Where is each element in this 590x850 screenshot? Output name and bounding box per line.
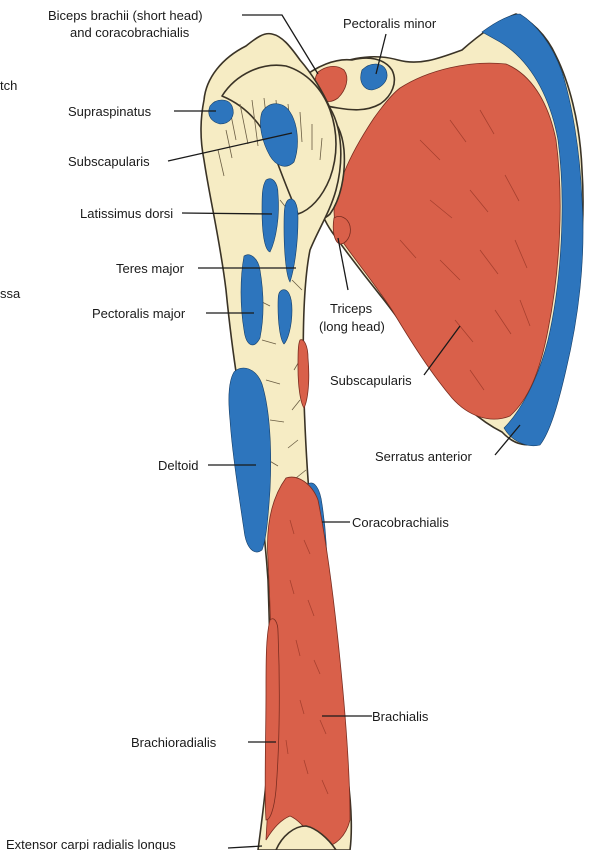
label-deltoid: Deltoid [158, 458, 198, 473]
humerus [201, 34, 351, 850]
label-latissimus-dorsi: Latissimus dorsi [80, 206, 173, 221]
label-biceps-line1: Biceps brachii (short head) [48, 8, 203, 23]
label-coracobrachialis: Coracobrachialis [352, 515, 449, 530]
label-biceps-line2: and coracobrachialis [70, 25, 190, 40]
deltoid-insertion [229, 368, 271, 552]
label-pectoralis-minor: Pectoralis minor [343, 16, 437, 31]
label-extensor-carpi: Extensor carpi radialis longus [6, 837, 176, 850]
label-subscapularis-humerus: Subscapularis [68, 154, 150, 169]
label-subscapularis-scapula: Subscapularis [330, 373, 412, 388]
label-serratus-anterior: Serratus anterior [375, 449, 472, 464]
label-supraspinatus: Supraspinatus [68, 104, 152, 119]
label-triceps-line2: (long head) [319, 319, 385, 334]
leader-extensor [228, 846, 262, 848]
label-teres-major: Teres major [116, 261, 185, 276]
label-brachioradialis: Brachioradialis [131, 735, 217, 750]
label-pectoralis-major: Pectoralis major [92, 306, 186, 321]
label-edge-fossa: ssa [0, 286, 21, 301]
label-brachialis: Brachialis [372, 709, 429, 724]
label-edge-notch: tch [0, 78, 17, 93]
supraspinatus-insertion [209, 100, 234, 124]
label-triceps-line1: Triceps [330, 301, 373, 316]
